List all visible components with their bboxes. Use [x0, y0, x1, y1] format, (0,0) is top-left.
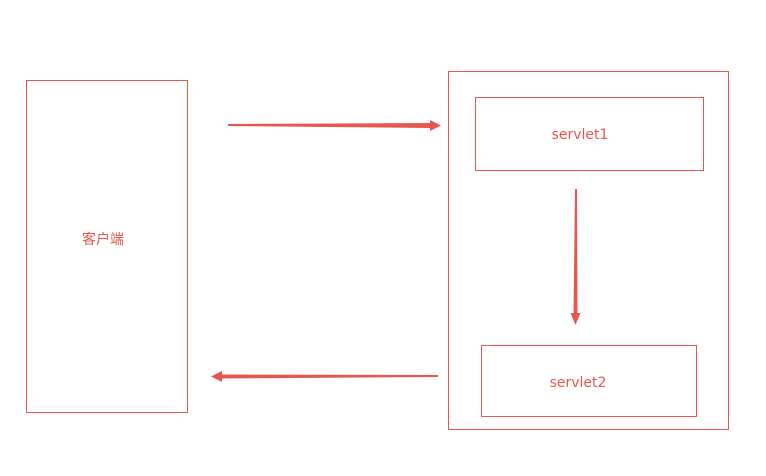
client-box — [26, 80, 188, 413]
servlet1-label: servlet1 — [551, 127, 609, 143]
servlet1-box — [475, 97, 704, 171]
servlet2-box — [481, 345, 697, 417]
servlet2-label: servlet2 — [549, 375, 607, 391]
client-label: 客户端 — [82, 232, 124, 248]
arrow-response — [211, 371, 438, 382]
arrow-request — [228, 120, 441, 131]
arrow-forward — [570, 189, 581, 325]
server-container-box — [448, 71, 729, 430]
